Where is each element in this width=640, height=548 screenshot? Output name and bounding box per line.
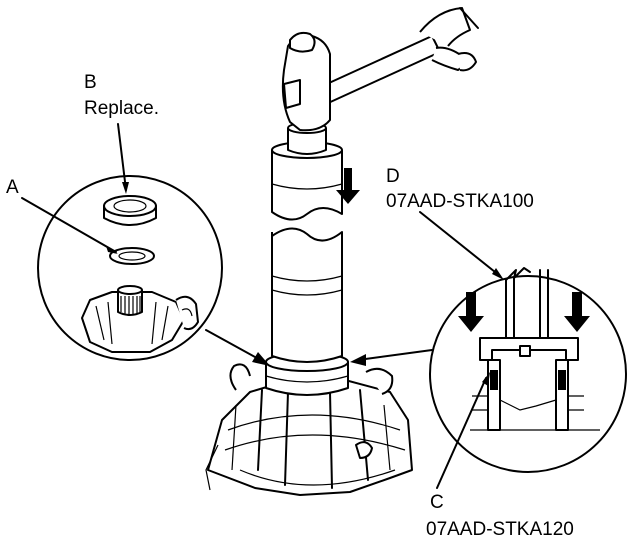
callout-c-part-number: 07AAD-STKA120 (426, 519, 574, 540)
callout-a-letter: A (6, 177, 19, 198)
detail-tool-rods-d (505, 267, 549, 339)
detail-tool-cross-section (470, 337, 600, 431)
detail-circle-right (429, 275, 627, 473)
callout-b-note: Replace. (84, 98, 159, 119)
detail-arrow-left (458, 292, 484, 332)
callout-b-letter: B (84, 72, 97, 93)
direction-arrow-down (336, 168, 360, 204)
leader-lines (21, 123, 504, 489)
shaft-housing-detail (81, 285, 199, 353)
callout-d-part-number: 07AAD-STKA100 (386, 191, 534, 212)
transmission-housing (205, 363, 413, 496)
o-ring-a (109, 247, 155, 265)
callout-d-letter: D (386, 166, 400, 187)
callout-c-letter: C (430, 492, 444, 513)
installer-tool-c (271, 227, 343, 363)
detail-arrow-right (564, 292, 590, 332)
hammer (281, 31, 441, 132)
oil-seal-b (103, 195, 157, 226)
hand (419, 7, 479, 72)
